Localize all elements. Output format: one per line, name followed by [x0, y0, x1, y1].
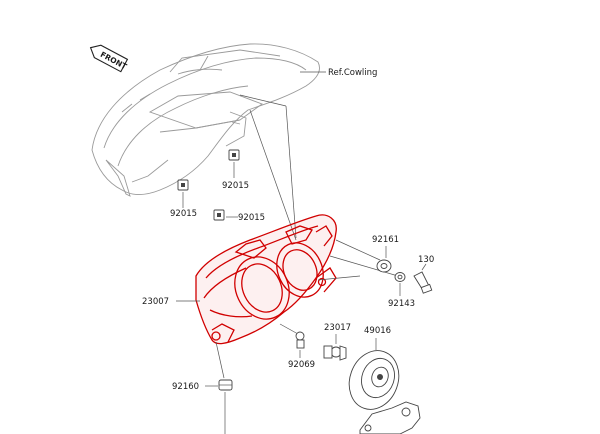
bolt-130 — [413, 263, 433, 294]
clip-nut-92015-a — [228, 149, 240, 178]
callout-130: 130 — [418, 255, 434, 265]
callout-49016: 49016 — [364, 326, 391, 336]
headlight-assembly-23007 — [195, 214, 337, 345]
grommet-92160 — [205, 379, 233, 434]
clip-nut-92015-b — [177, 179, 189, 208]
front-arrow-icon: FRONT — [89, 44, 129, 73]
callout-92015-c: 92015 — [238, 213, 265, 223]
mounting-bracket — [359, 401, 421, 434]
callout-23017: 23017 — [324, 323, 351, 333]
cowling-reference-outline — [91, 43, 320, 197]
callout-92015-a: 92015 — [222, 181, 249, 191]
bulb-92069 — [295, 331, 305, 358]
callout-92161: 92161 — [372, 235, 399, 245]
ref-cowling-label: Ref.Cowling — [328, 68, 377, 78]
callout-92160: 92160 — [172, 382, 199, 392]
collar-92143 — [394, 272, 406, 296]
callout-92069: 92069 — [288, 360, 315, 370]
bulb-23017 — [323, 334, 347, 361]
callout-92015-b: 92015 — [170, 209, 197, 219]
callout-23007: 23007 — [142, 297, 169, 307]
cap-49016 — [348, 338, 400, 410]
damper-92161 — [376, 246, 392, 273]
clip-nut-92015-c — [213, 209, 238, 221]
callout-92143: 92143 — [388, 299, 415, 309]
